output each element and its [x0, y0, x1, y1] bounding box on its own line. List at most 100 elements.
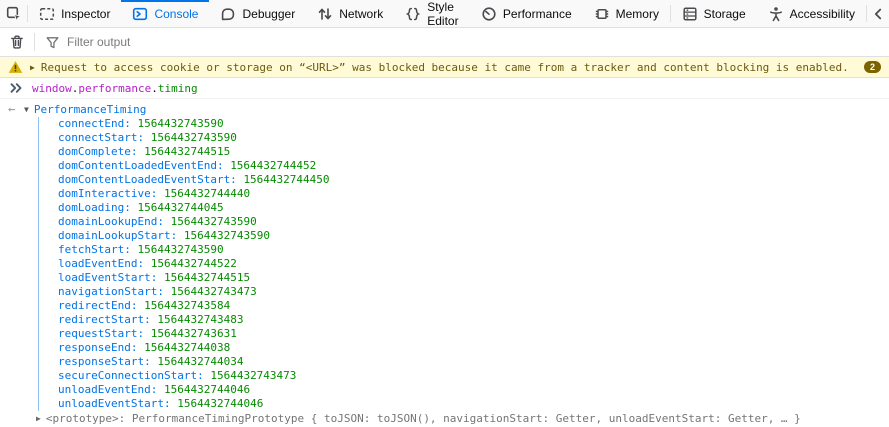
scroll-tabs-button[interactable]: [867, 0, 889, 27]
property-name: navigationStart:: [58, 285, 171, 298]
object-property-row: redirectEnd: 1564432743584: [58, 299, 889, 313]
object-property-row: domContentLoadedEventEnd: 1564432744452: [58, 159, 889, 173]
property-value: 1564432743590: [183, 229, 270, 242]
object-property-row: unloadEventEnd: 1564432744046: [58, 383, 889, 397]
expression-token: timing: [157, 81, 198, 95]
accessibility-icon: [768, 6, 784, 22]
property-name: unloadEventEnd:: [58, 383, 164, 396]
command-prompt-icon: [10, 82, 23, 94]
object-property-row: loadEventStart: 1564432744515: [58, 271, 889, 285]
warning-text: Request to access cookie or storage on “…: [40, 60, 849, 74]
property-value: 1564432744440: [163, 187, 251, 200]
performance-icon: [481, 6, 497, 22]
console-filter-bar: [0, 28, 889, 57]
tab-label: Console: [154, 6, 199, 21]
tab-accessibility[interactable]: Accessibility: [757, 0, 866, 27]
tab-debugger[interactable]: Debugger: [209, 0, 306, 27]
property-value: 1564432744046: [163, 383, 251, 396]
property-value: 1564432744046: [177, 397, 264, 410]
inspector-icon: [39, 6, 55, 22]
property-value: 1564432743631: [150, 327, 237, 340]
warning-message: ▶ Request to access cookie or storage on…: [0, 57, 889, 78]
object-property-row: redirectStart: 1564432743483: [58, 313, 889, 327]
object-property-row: responseEnd: 1564432744038: [58, 341, 889, 355]
tab-label: Inspector: [61, 6, 111, 21]
expression-token: .: [151, 81, 158, 95]
object-property-row: domainLookupStart: 1564432743590: [58, 229, 889, 243]
object-property-row: responseStart: 1564432744034: [58, 355, 889, 369]
chevron-left-icon: [871, 7, 885, 21]
property-name: secureConnectionStart:: [58, 369, 211, 382]
debugger-icon: [220, 6, 236, 22]
object-property-row: requestStart: 1564432743631: [58, 327, 889, 341]
filter-input-wrap: [35, 35, 889, 50]
tab-performance[interactable]: Performance: [470, 0, 583, 27]
memory-icon: [594, 6, 610, 22]
tab-label: Storage: [703, 6, 746, 21]
tab-storage[interactable]: Storage: [671, 0, 757, 27]
object-property-row: unloadEventStart: 1564432744046: [58, 397, 889, 411]
prototype-label: <prototype>:: [45, 412, 132, 425]
prototype-expand-arrow[interactable]: ▶: [36, 414, 41, 423]
property-name: redirectStart:: [58, 313, 158, 326]
property-name: domContentLoadedEventStart:: [58, 173, 244, 186]
property-value: 1564432744515: [144, 145, 231, 158]
property-name: unloadEventStart:: [58, 397, 178, 410]
property-value: 1564432743584: [144, 299, 231, 312]
network-icon: [317, 6, 333, 22]
tab-label: Memory: [615, 6, 659, 21]
property-name: loadEventStart:: [58, 271, 164, 284]
object-property-row: fetchStart: 1564432743590: [58, 243, 889, 257]
input-expression: window.performance.timing: [32, 82, 198, 95]
object-property-row: loadEventEnd: 1564432744522: [58, 257, 889, 271]
expression-token: performance: [78, 81, 152, 95]
object-properties: connectEnd: 1564432743590 connectStart: …: [38, 117, 889, 411]
prototype-value: PerformanceTimingPrototype { toJSON: toJ…: [131, 412, 801, 425]
property-value: 1564432743473: [210, 369, 297, 382]
property-name: connectEnd:: [58, 117, 138, 130]
property-name: domInteractive:: [58, 187, 164, 200]
filterbar-separator: [34, 33, 35, 51]
property-value: 1564432744515: [163, 271, 251, 284]
trash-icon: [9, 34, 25, 50]
tab-inspector[interactable]: Inspector: [28, 0, 121, 27]
property-value: 1564432743590: [137, 117, 224, 130]
property-value: 1564432744045: [137, 201, 224, 214]
property-value: 1564432744450: [243, 173, 330, 186]
tab-label: Performance: [502, 6, 572, 21]
result-header-row: ← ▼ PerformanceTiming: [0, 101, 889, 117]
clear-console-button[interactable]: [0, 34, 34, 50]
object-class-name: PerformanceTiming: [33, 102, 147, 116]
object-property-row: domLoading: 1564432744045: [58, 201, 889, 215]
expression-token: .: [71, 81, 79, 95]
object-property-row: connectStart: 1564432743590: [58, 131, 889, 145]
property-name: fetchStart:: [58, 243, 138, 256]
style-editor-icon: [405, 6, 421, 22]
toolbar-separator: [27, 5, 29, 22]
tab-console[interactable]: Console: [121, 0, 210, 27]
toolbar-right: [866, 0, 889, 27]
pick-element-button[interactable]: [0, 0, 27, 27]
property-value: 1564432743483: [157, 313, 244, 326]
pick-element-icon: [6, 6, 22, 22]
tab-network[interactable]: Network: [306, 0, 394, 27]
console-icon: [132, 6, 148, 22]
warning-expand-arrow[interactable]: ▶: [30, 62, 35, 72]
tab-memory[interactable]: Memory: [583, 0, 670, 27]
object-property-row: secureConnectionStart: 1564432743473: [58, 369, 889, 383]
filter-output-input[interactable]: [67, 35, 889, 49]
property-name: domLoading:: [58, 201, 138, 214]
tab-label: Debugger: [242, 6, 296, 21]
property-value: 1564432744034: [157, 355, 244, 368]
property-value: 1564432744038: [144, 341, 231, 354]
object-property-row: domainLookupEnd: 1564432743590: [58, 215, 889, 229]
object-property-row: connectEnd: 1564432743590: [58, 117, 889, 131]
tab-label: Accessibility: [789, 6, 855, 21]
evaluated-command-row: window.performance.timing: [0, 78, 889, 99]
console-output: ▶ Request to access cookie or storage on…: [0, 57, 889, 427]
tab-style-editor[interactable]: Style Editor: [394, 0, 470, 28]
object-collapse-arrow[interactable]: ▼: [24, 104, 29, 114]
property-value: 1564432743590: [150, 131, 237, 144]
warning-count-badge: 2: [863, 61, 881, 73]
devtools-toolbar: Inspector Console Debugger Network Style…: [0, 0, 889, 28]
